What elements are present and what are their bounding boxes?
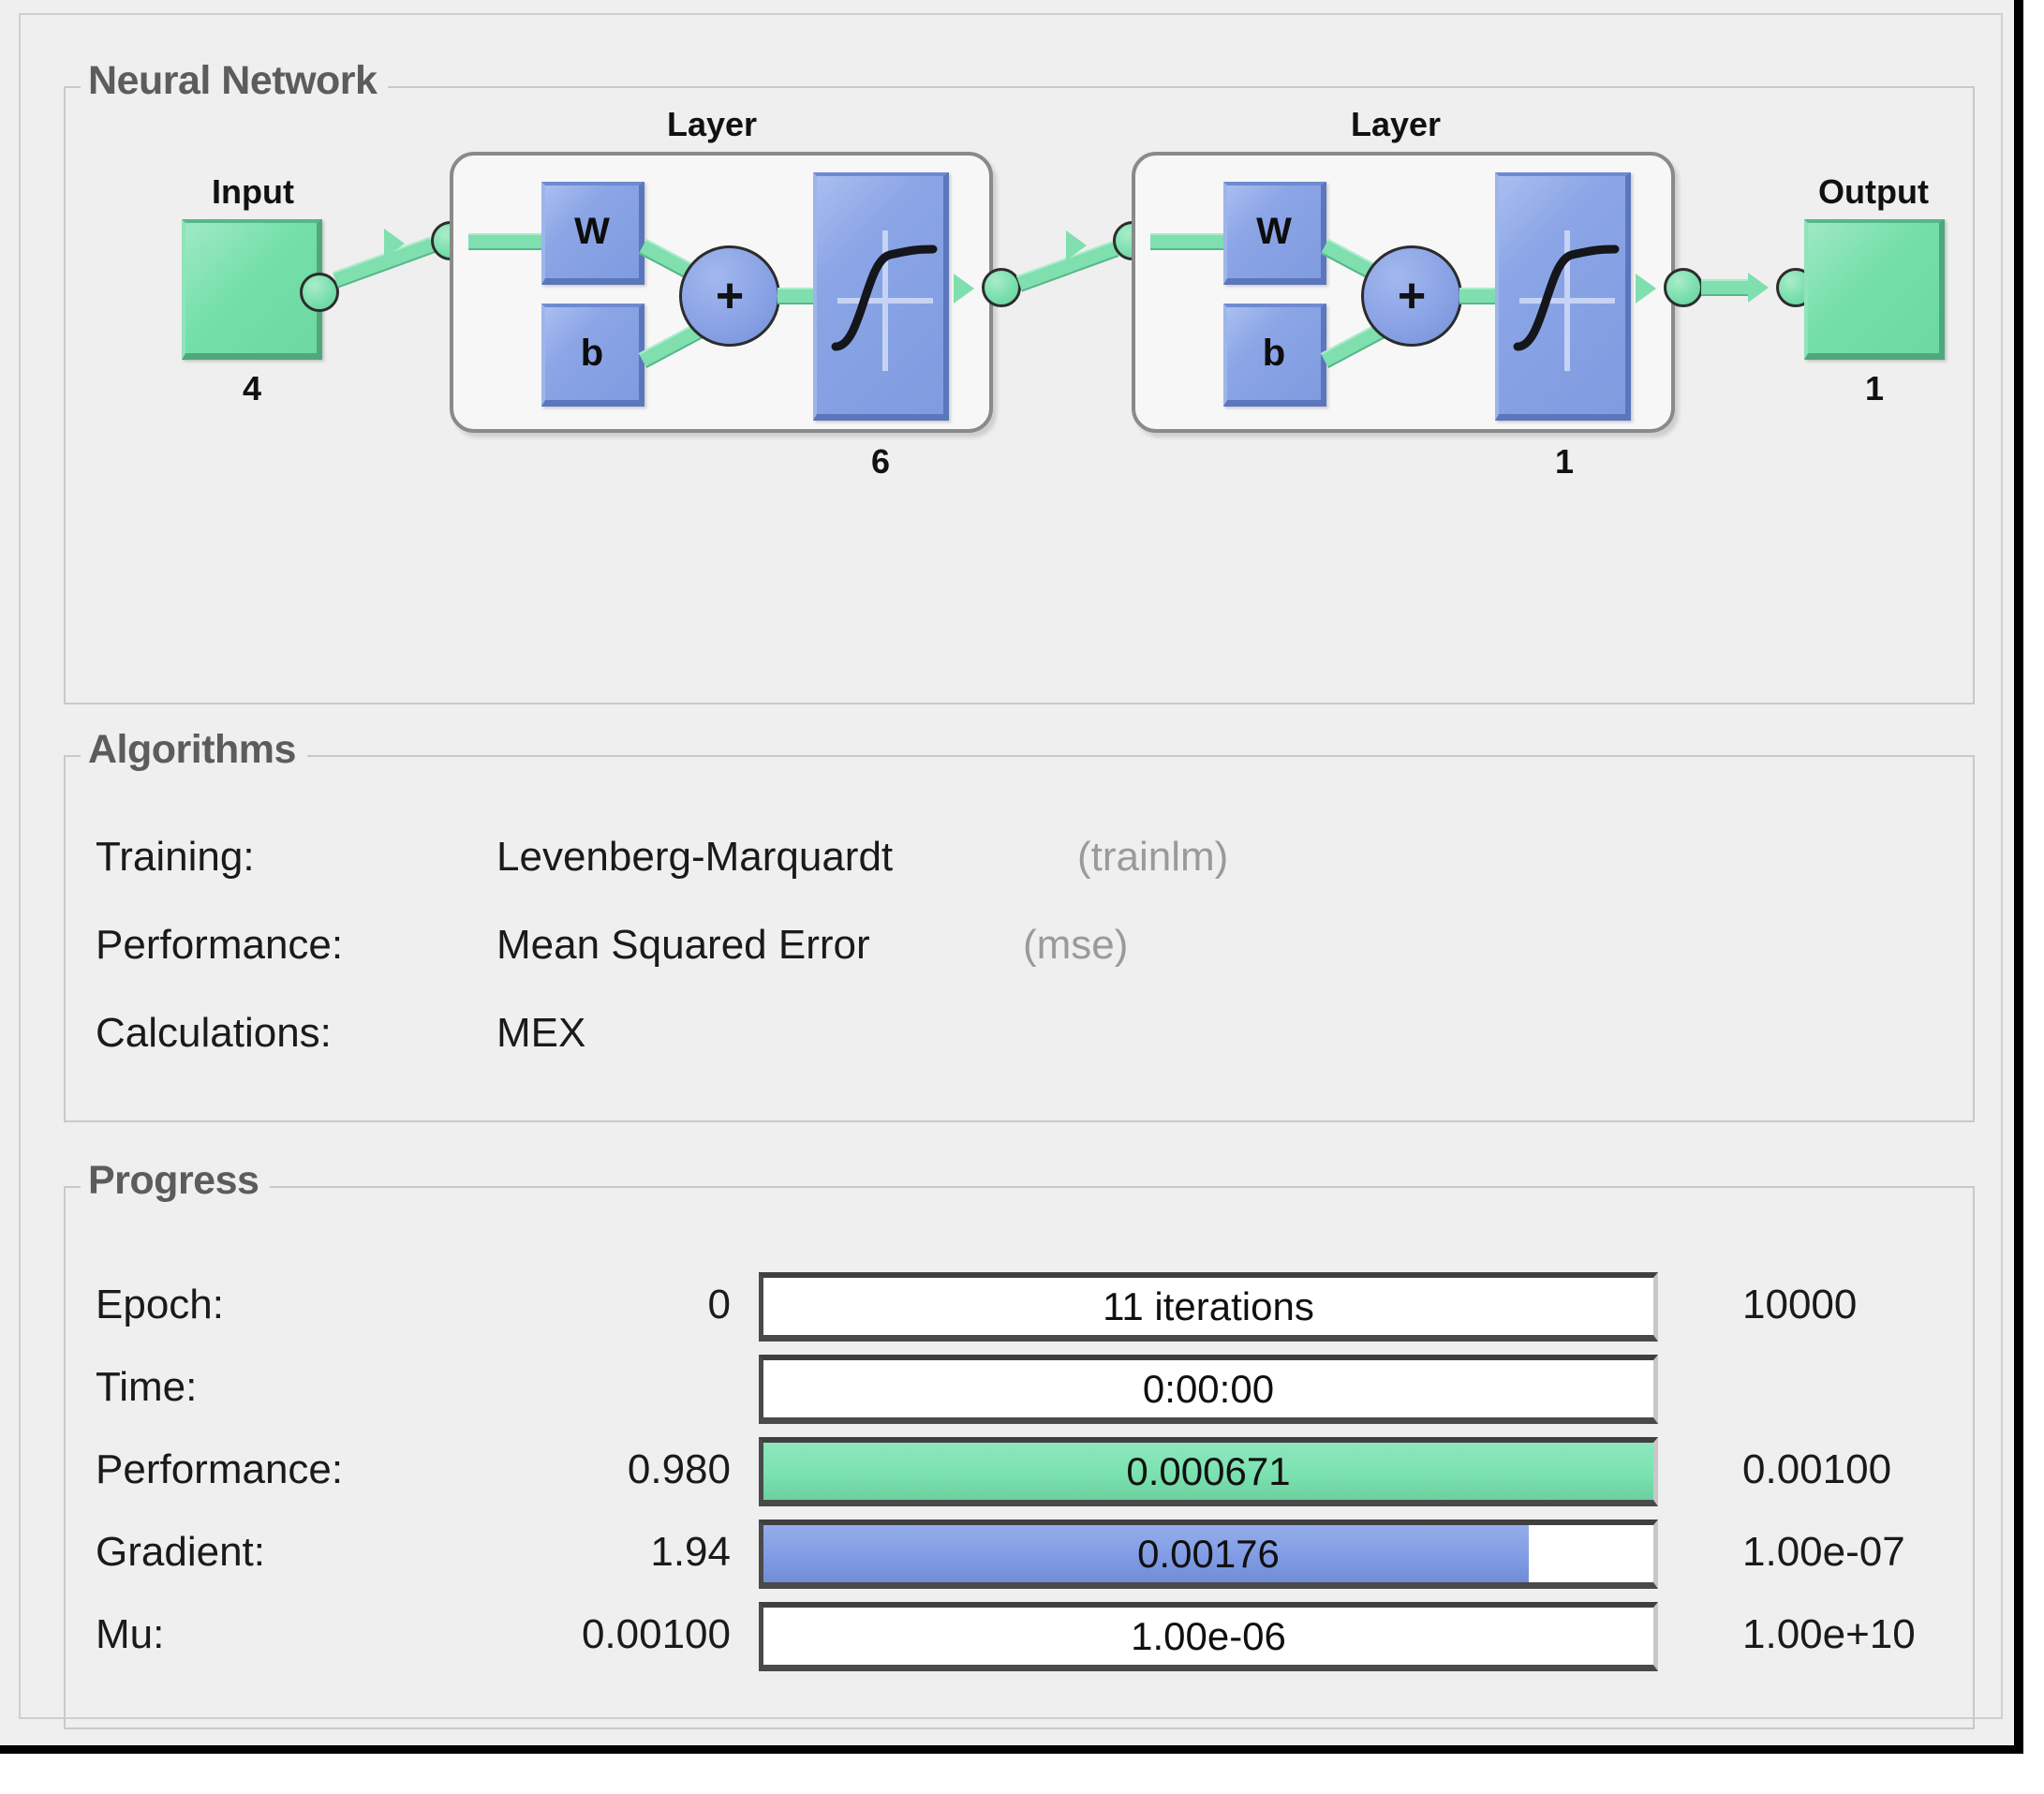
layer2-size: 1 [1554,442,1575,481]
epoch-start-value: 0 [707,1282,731,1327]
interlayer-arrow-icon [1066,230,1087,260]
gradient-progress-bar: 0.00176 [759,1520,1658,1589]
layer2-sum-node: + [1361,245,1462,347]
layer2-transfer-function-block [1495,172,1631,421]
layer1-weight-block: W [541,182,644,285]
performance-progress-bar: 0.000671 [759,1437,1658,1506]
neural-network-group-title: Neural Network [81,58,389,104]
layer2-exit-dot [1664,268,1703,307]
progress-row-gradient: Gradient: 1.94 0.00176 1.00e-07 [66,1520,1973,1593]
performance-goal-value: 0.00100 [1742,1446,1892,1492]
algorithms-group-title: Algorithms [81,727,307,773]
progress-row-performance: Performance: 0.980 0.000671 0.00100 [66,1437,1973,1510]
epoch-max-value: 10000 [1742,1282,1858,1327]
layer1-label: Layer [666,105,758,143]
layer1-bias-block: b [541,304,644,407]
output-block [1804,219,1945,360]
time-progress-bar: 0:00:00 [759,1355,1658,1424]
nn-training-window: Neural Network Input 4 Layer W b + [0,0,2023,1754]
layer2-weight-block: W [1223,182,1326,285]
gradient-start-value: 1.94 [650,1529,731,1575]
input-arrow-icon [384,229,405,259]
neural-network-group: Neural Network Input 4 Layer W b + [64,58,1975,704]
mu-goal-value: 1.00e+10 [1742,1611,1916,1657]
window-inner-panel: Neural Network Input 4 Layer W b + [19,13,2003,1729]
mu-bar-text: 1.00e-06 [1131,1613,1286,1658]
progress-group-title: Progress [81,1158,271,1204]
progress-row-epoch: Epoch: 0 11 iterations 10000 [66,1272,1973,1345]
output-label: Output [1818,172,1929,211]
algorithms-group: Algorithms Training: Levenberg-Marquardt… [64,727,1975,1122]
gradient-goal-value: 1.00e-07 [1742,1529,1905,1575]
gradient-label: Gradient: [96,1529,265,1575]
gradient-bar-fill [763,1525,1529,1582]
epoch-progress-bar: 11 iterations [759,1272,1658,1342]
calculations-value: MEX [496,1010,586,1056]
mu-start-value: 0.00100 [581,1611,731,1657]
time-label: Time: [96,1364,198,1410]
layer2-bias-block: b [1223,304,1326,407]
layer2-label: Layer [1350,105,1442,143]
progress-row-mu: Mu: 0.00100 1.00e-06 1.00e+10 [66,1602,1973,1675]
performance-value: Mean Squared Error [496,922,870,968]
layer1-sum-node: + [679,245,780,347]
layer1-w-wire [468,233,543,250]
performance-bar-fill [763,1443,1653,1500]
performance-bar-text: 0.000671 [1126,1448,1291,1493]
layer2-sum-to-tf-wire [1459,288,1506,304]
mu-label: Mu: [96,1611,165,1657]
output-arrow-icon [1748,273,1769,303]
input-block [182,219,322,360]
layer2-w-wire [1150,233,1225,250]
layer1-transfer-function-block [813,172,949,421]
input-size: 4 [242,369,262,408]
layer1-size: 6 [870,442,891,481]
time-bar-text: 0:00:00 [1142,1366,1275,1411]
performance-function-name: (mse) [1023,922,1129,968]
input-port-dot [300,273,339,312]
performance-label: Performance: [96,922,344,968]
layer1-sum-to-tf-wire [778,288,824,304]
progress-row-time: Time: 0:00:00 [66,1355,1973,1428]
sigmoid-icon [1513,230,1620,371]
input-label: Input [212,172,294,211]
output-wire [1701,279,1757,296]
progress-group: Progress Epoch: 0 11 iterations 10000 Ti… [64,1158,1975,1729]
performance-progress-label: Performance: [96,1446,344,1492]
layer2-out-arrow-icon [1636,274,1656,304]
layer1-out-arrow-icon [954,274,974,304]
epoch-bar-text: 11 iterations [1103,1283,1314,1328]
gradient-bar-text: 0.00176 [1137,1531,1280,1576]
training-value: Levenberg-Marquardt [496,834,894,880]
performance-start-value: 0.980 [627,1446,731,1492]
epoch-label: Epoch: [96,1282,224,1327]
layer1-exit-dot [982,268,1021,307]
output-size: 1 [1864,369,1885,408]
mu-progress-bar: 1.00e-06 [759,1602,1658,1671]
training-function-name: (trainlm) [1077,834,1229,880]
network-diagram: Input 4 Layer W b + [66,88,1973,703]
calculations-label: Calculations: [96,1010,332,1056]
training-label: Training: [96,834,255,880]
sigmoid-icon [831,230,938,371]
